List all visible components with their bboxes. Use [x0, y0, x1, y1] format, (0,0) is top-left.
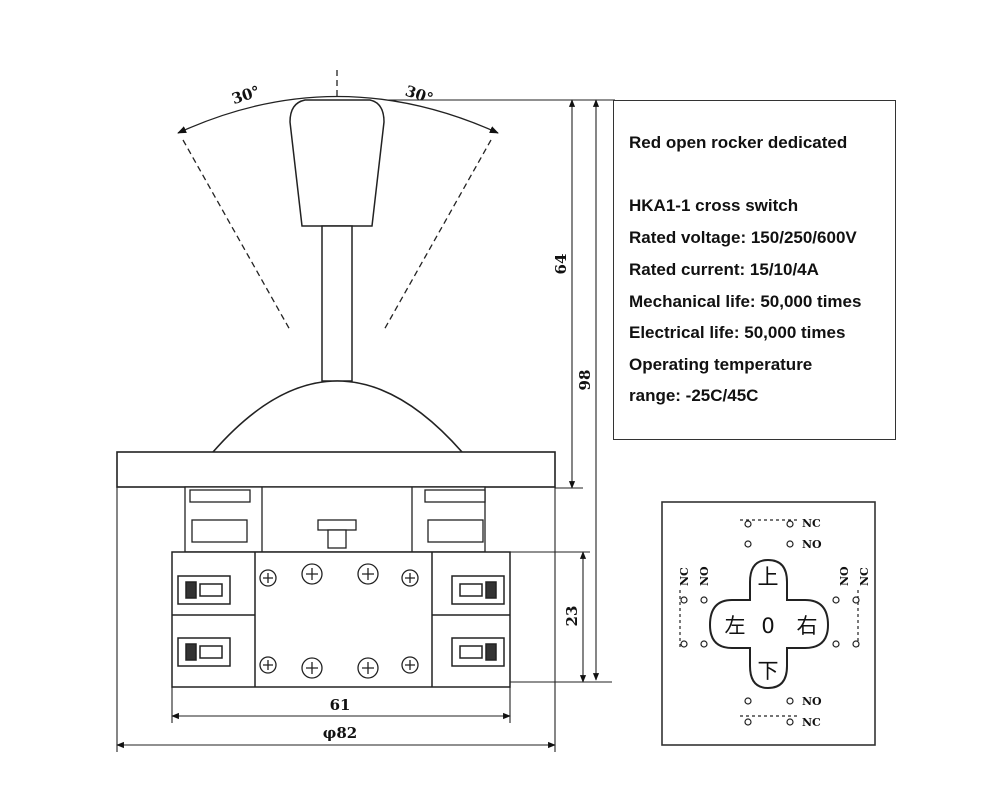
left-no-label: NO — [698, 566, 711, 586]
spec-temperature-range: range: -25C/45C — [629, 386, 759, 405]
dimension-98-label: 98 — [576, 370, 594, 391]
dimension-61-label: 61 — [330, 696, 351, 714]
spec-box: Red open rocker dedicated HKA1-1 cross s… — [613, 100, 896, 440]
spec-rated-current: Rated current: 15/10/4A — [629, 260, 819, 279]
spec-temperature-label: Operating temperature — [629, 355, 813, 374]
dome-cover — [212, 380, 463, 453]
down-position-label: 下 — [758, 659, 779, 683]
dimension-64-label: 64 — [552, 254, 570, 275]
top-nc-label: NC — [802, 517, 821, 530]
right-nc-label: NC — [858, 567, 871, 586]
center-position-label: 0 — [761, 614, 774, 638]
bottom-no-label: NO — [802, 695, 822, 708]
up-position-label: 上 — [758, 565, 779, 589]
mechanism-block — [184, 486, 486, 553]
contact-block — [171, 551, 511, 688]
left-position-label: 左 — [725, 614, 746, 638]
dimension-23-label: 23 — [563, 606, 581, 627]
right-no-label: NO — [838, 566, 851, 586]
mounting-plate — [116, 451, 556, 488]
angle-left-label: 30° — [230, 82, 263, 108]
spec-rated-voltage: Rated voltage: 150/250/600V — [629, 228, 857, 247]
joystick-handle — [289, 99, 385, 382]
spec-mechanical-life: Mechanical life: 50,000 times — [629, 292, 862, 311]
dimension-lines — [116, 99, 615, 752]
spec-title: Red open rocker dedicated — [629, 133, 848, 152]
left-nc-label: NC — [678, 567, 691, 586]
right-position-label: 右 — [797, 614, 818, 638]
terminal-screws — [259, 563, 419, 679]
top-no-label: NO — [802, 538, 822, 551]
contact-points — [679, 519, 860, 726]
spec-electrical-life: Electrical life: 50,000 times — [629, 323, 846, 342]
dimension-82-label: φ82 — [323, 724, 357, 742]
spec-model: HKA1-1 cross switch — [629, 196, 799, 215]
cross-actuator — [708, 558, 830, 690]
bottom-nc-label: NC — [802, 716, 821, 729]
